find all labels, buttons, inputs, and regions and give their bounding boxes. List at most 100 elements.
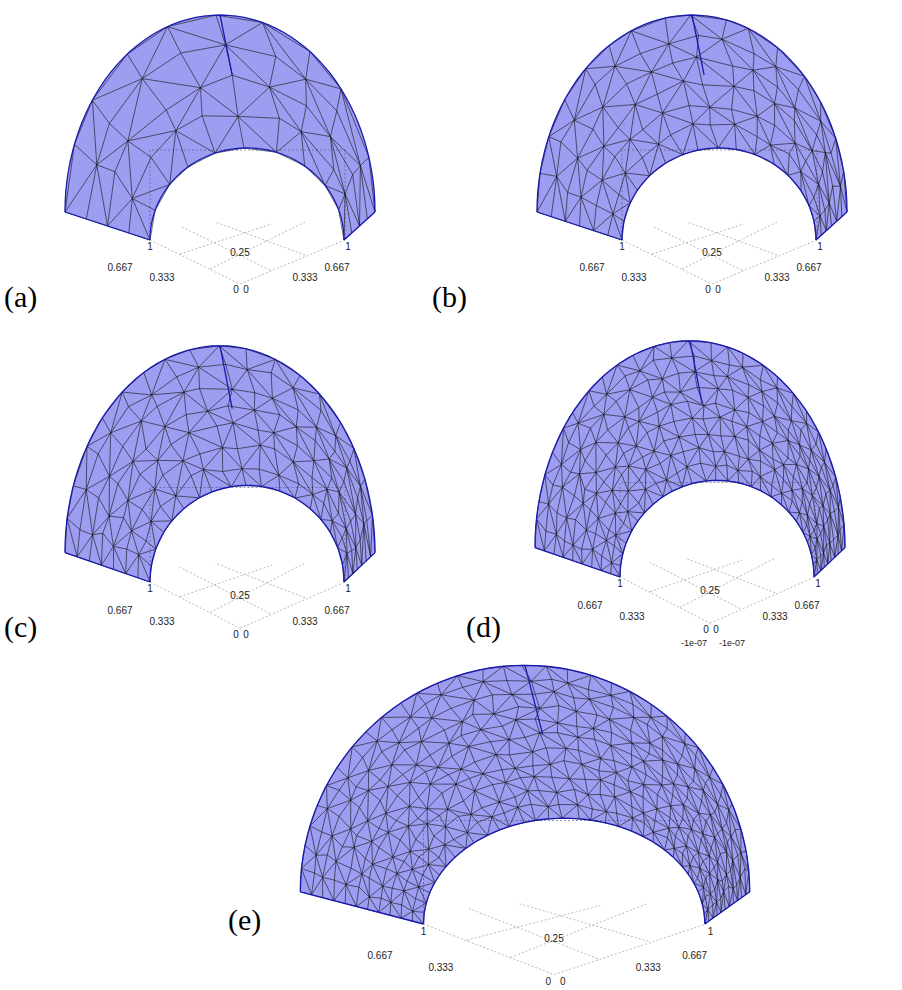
mesh-surface bbox=[300, 665, 750, 924]
panel-label: (b) bbox=[432, 282, 467, 312]
axis-tick: 0.333 bbox=[428, 963, 453, 973]
grid-line bbox=[680, 558, 775, 607]
grid-line bbox=[650, 562, 740, 608]
panel-label: (e) bbox=[228, 905, 261, 935]
axis-tick: 0.25 bbox=[230, 591, 249, 601]
mesh-boundary bbox=[537, 15, 847, 240]
grid-line bbox=[180, 224, 272, 254]
axis-tick: 0.667 bbox=[324, 606, 349, 616]
axis-tick: 0.333 bbox=[764, 273, 789, 283]
axis-tick: 0.333 bbox=[621, 273, 646, 283]
grid-line bbox=[180, 226, 270, 270]
grid-line bbox=[150, 240, 240, 284]
axis-tick: 0.667 bbox=[796, 263, 821, 273]
mesh-boundary bbox=[300, 665, 750, 924]
mesh-surface bbox=[65, 15, 375, 240]
axis-tick: 0.667 bbox=[579, 263, 604, 273]
axis-tick: 0.667 bbox=[367, 951, 392, 961]
grid-line bbox=[685, 558, 775, 593]
axis-tick: 0.25 bbox=[230, 248, 249, 258]
mesh-edges bbox=[65, 346, 375, 582]
grid-line bbox=[518, 903, 649, 941]
grid-line bbox=[150, 582, 240, 628]
grid-line bbox=[215, 222, 305, 255]
panel-label: (a) bbox=[4, 282, 37, 312]
axis-tick: 1 bbox=[147, 584, 153, 594]
axis-tick: -1e-07 bbox=[719, 639, 745, 648]
floor-grid bbox=[150, 222, 345, 284]
axis-tick: 0 bbox=[243, 285, 249, 295]
mesh-surface bbox=[65, 346, 375, 582]
panel-label: (c) bbox=[4, 612, 37, 642]
hidden-edge bbox=[622, 150, 817, 240]
mesh-surface bbox=[537, 15, 847, 240]
floor-grid bbox=[622, 222, 817, 284]
grid-line bbox=[180, 567, 270, 613]
axis-tick: 1 bbox=[147, 242, 153, 252]
axis-tick: 0 bbox=[243, 630, 249, 640]
axis-tick: 0.667 bbox=[107, 263, 132, 273]
axis-tick: 0.667 bbox=[794, 601, 819, 611]
mesh-surface bbox=[535, 341, 845, 577]
grid-line bbox=[687, 222, 777, 255]
axis-tick: 0.667 bbox=[682, 951, 707, 961]
axis-tick: 0 bbox=[713, 625, 719, 635]
axis-tick: 1 bbox=[345, 242, 351, 252]
axis-tick: 0.333 bbox=[292, 273, 317, 283]
grid-line bbox=[652, 224, 744, 254]
axis-tick: 0.667 bbox=[107, 606, 132, 616]
axis-tick: 0.667 bbox=[577, 601, 602, 611]
grid-line bbox=[620, 577, 710, 623]
axis-tick: 0.25 bbox=[700, 586, 719, 596]
grid-line bbox=[467, 908, 598, 959]
grid-line bbox=[712, 240, 817, 284]
axis-tick: 0 bbox=[233, 630, 239, 640]
axis-tick: 1 bbox=[617, 579, 623, 589]
axis-tick: 0.333 bbox=[149, 273, 174, 283]
axis-tick: 1 bbox=[817, 242, 823, 252]
axis-tick: 0.333 bbox=[762, 612, 787, 622]
axis-tick: 0.333 bbox=[636, 963, 661, 973]
axis-tick: 0.25 bbox=[544, 934, 563, 944]
grid-line bbox=[180, 565, 272, 597]
axis-tick: 0 bbox=[560, 977, 566, 987]
axis-tick: 0.333 bbox=[149, 617, 174, 627]
grid-line bbox=[210, 222, 305, 269]
axis-tick: 1 bbox=[619, 242, 625, 252]
axis-tick: 0.667 bbox=[324, 263, 349, 273]
axis-tick: 1 bbox=[421, 927, 427, 937]
floor-grid bbox=[424, 903, 707, 974]
grid-line bbox=[650, 560, 742, 592]
axis-tick: 0.25 bbox=[702, 248, 721, 258]
grid-line bbox=[240, 582, 345, 628]
grid-line bbox=[240, 240, 345, 284]
axis-tick: 1 bbox=[345, 584, 351, 594]
axis-tick: 0.333 bbox=[292, 617, 317, 627]
axis-tick: 1 bbox=[815, 579, 821, 589]
mesh-boundary bbox=[65, 346, 375, 582]
axis-tick: 0.333 bbox=[619, 612, 644, 622]
grid-line bbox=[622, 240, 712, 284]
mesh-boundary bbox=[535, 341, 845, 577]
axis-tick: 0 bbox=[545, 977, 551, 987]
mesh-edges bbox=[537, 15, 847, 240]
axis-tick: 0 bbox=[703, 625, 709, 635]
floor-grid bbox=[620, 558, 815, 623]
grid-line bbox=[424, 924, 555, 975]
mesh-edges bbox=[535, 341, 845, 577]
axis-tick: 0 bbox=[705, 285, 711, 295]
grid-line bbox=[210, 563, 305, 612]
mesh-boundary bbox=[65, 15, 375, 240]
grid-line bbox=[652, 226, 742, 270]
floor-grid bbox=[150, 563, 345, 628]
grid-line bbox=[682, 222, 777, 269]
mesh-edges bbox=[65, 15, 375, 240]
grid-line bbox=[710, 577, 815, 623]
grid-line bbox=[467, 906, 600, 941]
hidden-edge bbox=[150, 150, 345, 240]
grid-line bbox=[215, 563, 305, 598]
mesh-edges bbox=[300, 665, 750, 924]
axis-tick: 1 bbox=[708, 927, 714, 937]
panel-label: (d) bbox=[466, 612, 501, 642]
